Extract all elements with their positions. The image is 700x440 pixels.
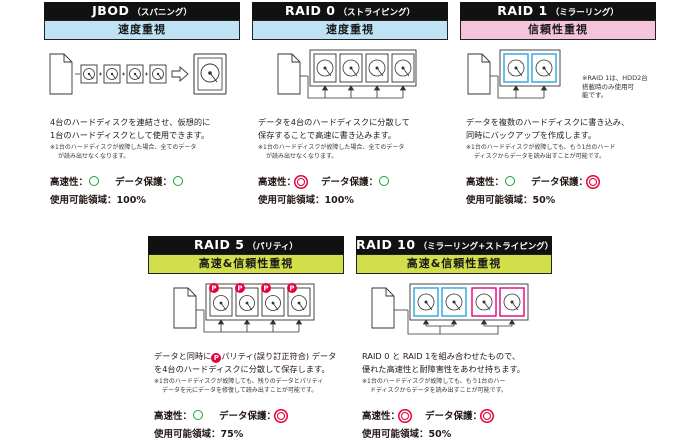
double-circle-mark-icon	[401, 412, 410, 420]
distribution-lines	[307, 76, 407, 99]
document-icon	[467, 53, 491, 95]
raid0-diagram	[277, 49, 417, 99]
raid-description: データを複数のハードディスクに書き込み、同時にバックアップを作成します。	[466, 117, 630, 140]
double-circle-mark-icon	[277, 412, 286, 420]
raid-ratings: 高速性：データ保護：	[50, 174, 184, 188]
hdd-icon	[365, 53, 389, 83]
circle-mark-icon	[89, 176, 100, 186]
hdd-icon	[499, 287, 525, 317]
hdd-icon	[126, 64, 144, 84]
hdd-icon: P	[235, 283, 259, 317]
hdd-icon	[413, 287, 439, 317]
raid-capacity: 使用可能領域：100%	[258, 195, 354, 206]
svg-text:P: P	[263, 285, 268, 293]
svg-text:P: P	[237, 285, 242, 293]
raid-title: RAID 5（パリティ）	[148, 236, 344, 254]
hdd-icon	[471, 287, 497, 317]
raid-ratings: 高速性：データ保護：	[362, 408, 492, 422]
document-icon	[277, 53, 301, 95]
raid-capacity: 使用可能領域：75%	[154, 429, 244, 440]
distribution-lines	[407, 310, 516, 335]
circle-mark-icon	[379, 176, 390, 186]
raid-title: JBOD（スパニング）	[44, 2, 240, 20]
document-icon	[49, 53, 73, 95]
jbod-diagram	[49, 53, 227, 95]
hdd-icon	[193, 53, 227, 95]
hdd-icon	[503, 53, 529, 83]
raid-priority-band: 高速&信頼性重視	[356, 254, 552, 274]
plus-icon	[145, 72, 148, 76]
raid-ratings: 高速性：データ保護：	[466, 174, 598, 188]
raid-ratings: 高速性：データ保護：	[154, 408, 286, 422]
double-circle-mark-icon	[297, 178, 306, 186]
document-icon	[173, 287, 197, 329]
raid5-diagram: P P P P	[173, 283, 315, 333]
raid-footnote: ※1台のハードディスクが故障しても、もう1台のハードディスクからデータを読み出す…	[466, 144, 616, 160]
raid-priority-band: 速度重視	[252, 20, 448, 40]
circle-mark-icon	[193, 410, 204, 420]
distribution-lines	[497, 76, 548, 99]
hdd-icon	[531, 53, 557, 83]
hdd-icon: P	[209, 283, 233, 317]
hdd-icon: P	[261, 283, 285, 317]
svg-text:P: P	[289, 285, 294, 293]
raid1-side-note: ※RAID 1は、HDD2台搭載時のみ使用可能です。	[582, 74, 648, 99]
raid-footnote: ※1台のハードディスクが故障しても、もう1台のハードディスクからデータを読み出す…	[362, 378, 507, 394]
raid-title: RAID 0（ストライピング）	[252, 2, 448, 20]
hdd-icon	[391, 53, 415, 83]
raid-priority-band: 高速&信頼性重視	[148, 254, 344, 274]
raid-capacity: 使用可能領域：100%	[50, 195, 146, 206]
plus-icon	[122, 72, 125, 76]
hdd-icon	[103, 64, 121, 84]
plus-icon	[99, 72, 102, 76]
hdd-icon	[441, 287, 467, 317]
circle-mark-icon	[505, 176, 516, 186]
raid-priority-band: 信頼性重視	[460, 20, 656, 40]
raid-footnote: ※1台のハードディスクが故障した場合、全てのデータが読み出せなくなります。	[258, 144, 405, 160]
double-circle-mark-icon	[589, 178, 598, 186]
raid-capacity: 使用可能領域：50%	[466, 195, 556, 206]
raid-description: データを4台のハードディスクに分散して保存することで高速に書き込みます。	[258, 117, 410, 140]
circle-mark-icon	[173, 176, 184, 186]
raid-title: RAID 1（ミラーリング）	[460, 2, 656, 20]
document-icon	[371, 287, 395, 329]
hdd-icon	[339, 53, 363, 83]
svg-text:P: P	[211, 285, 216, 293]
raid-footnote: ※1台のハードディスクが故障しても、残りのデータとパリティデータを元にデータを修…	[154, 378, 324, 394]
hdd-icon	[80, 64, 98, 84]
raid10-diagram	[371, 283, 529, 335]
distribution-lines	[203, 310, 303, 333]
raid1-diagram	[467, 49, 561, 99]
raid-description: RAID 0 と RAID 1を組み合わせたもので、優れた高速性と耐障害性をあわ…	[362, 351, 525, 374]
hdd-icon	[149, 64, 167, 84]
hdd-icon	[313, 53, 337, 83]
arrow-right-icon	[171, 66, 189, 82]
raid-priority-band: 速度重視	[44, 20, 240, 40]
hdd-icon: P	[287, 283, 311, 317]
raid-title: RAID 10（ミラーリング+ストライピング）	[356, 236, 554, 254]
raid-ratings: 高速性：データ保護：	[258, 174, 390, 188]
double-circle-mark-icon	[483, 412, 492, 420]
raid-capacity: 使用可能領域：50%	[362, 429, 452, 440]
parity-icon: P	[211, 353, 222, 363]
raid-footnote: ※1台のハードディスクが故障した場合、全てのデータが読み出せなくなります。	[50, 144, 197, 160]
